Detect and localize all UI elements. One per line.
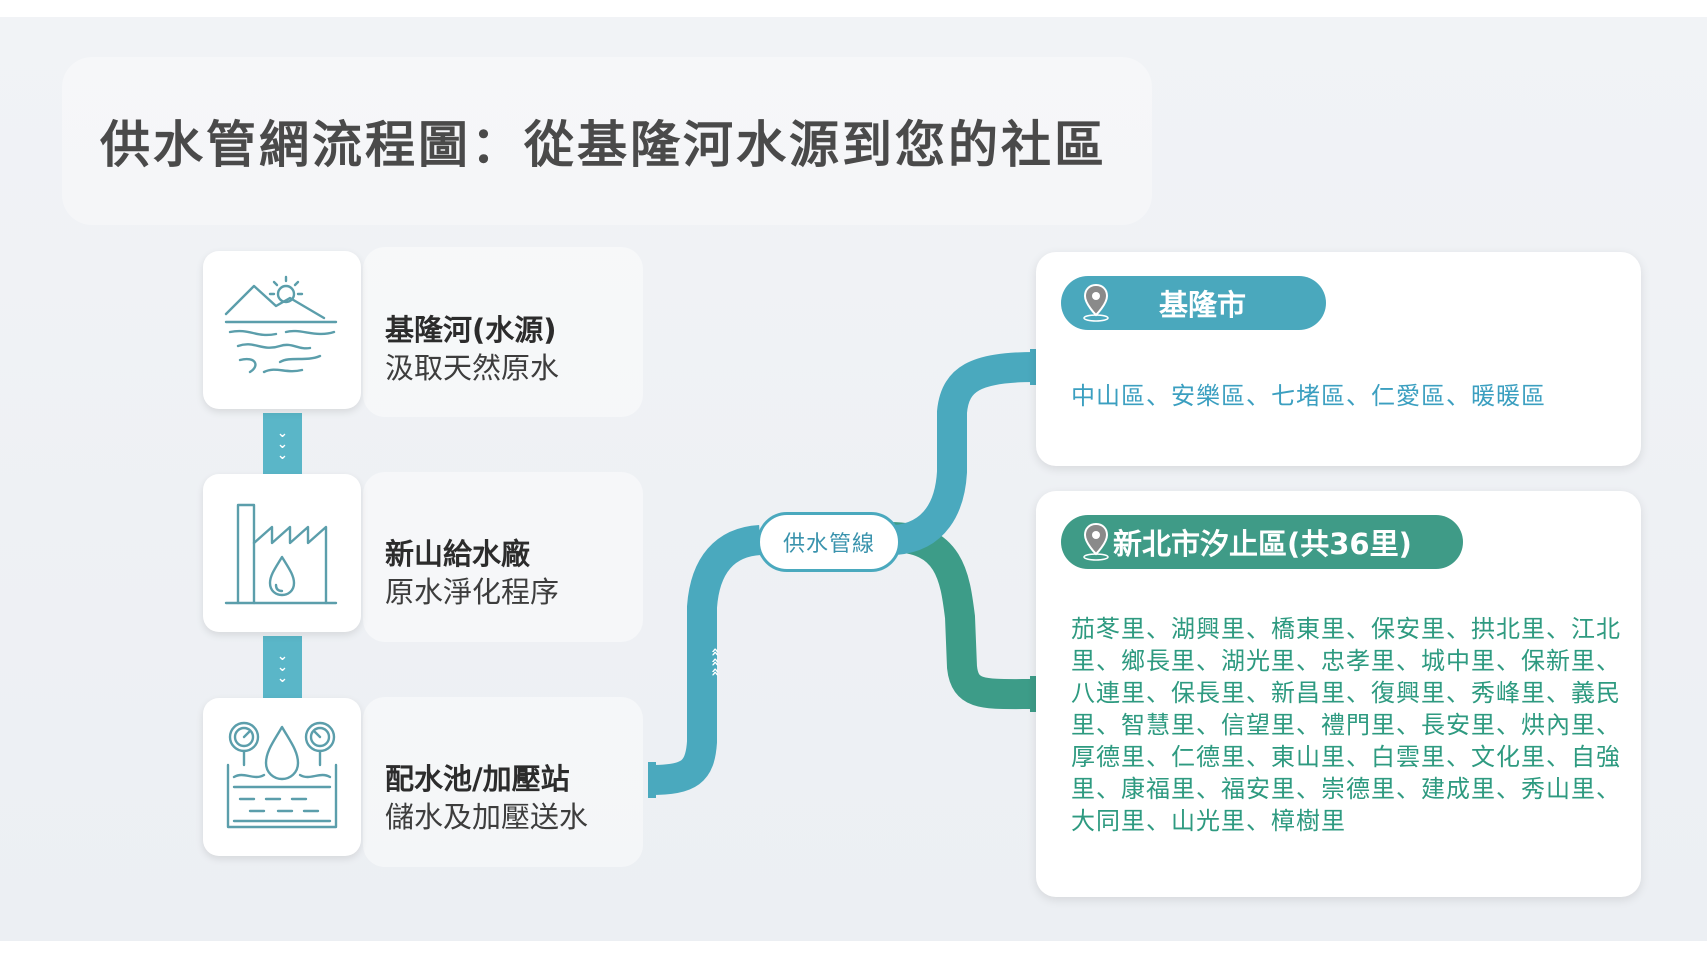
step-desc: 汲取天然原水: [385, 351, 560, 385]
region-pill: 新北市汐止區(共36里): [1061, 515, 1463, 569]
region-areas: 茄苳里、湖興里、橋東里、保安里、拱北里、江北里、鄉長里、湖光里、忠孝里、城中里、…: [1071, 615, 1621, 835]
reservoir-gauge-icon: [226, 721, 338, 829]
step-background: [363, 697, 643, 867]
step-text: 基隆河(水源) 汲取天然原水: [385, 311, 559, 387]
river-mountain-icon: [224, 275, 338, 374]
step-text: 新山給水廠 原水淨化程序: [385, 535, 559, 611]
page-title: 供水管網流程圖：從基隆河水源到您的社區: [100, 116, 1107, 174]
step-name: 新山給水廠: [385, 537, 531, 571]
step-name: 配水池/加壓站: [385, 762, 570, 796]
title-band: [62, 57, 1152, 225]
step-name: 基隆河(水源): [385, 313, 557, 347]
slide: 供水管網流程圖：從基隆河水源到您的社區 « « « 供水管線 ⌄⌄⌄ ⌄⌄⌄: [0, 17, 1707, 941]
location-pin-icon: [1083, 283, 1109, 322]
pipe-cap-xizhi: [1030, 676, 1038, 712]
region-card-xizhi: 新北市汐止區(共36里) 茄苳里、湖興里、橋東里、保安里、拱北里、江北里、鄉長里…: [1036, 491, 1641, 897]
region-areas: 中山區、安樂區、七堵區、仁愛區、暖暖區: [1071, 382, 1546, 410]
step-background: [363, 247, 643, 417]
step-connector: ⌄⌄⌄: [263, 636, 302, 698]
pipe-label: 供水管線: [757, 512, 901, 572]
pipe-cap-source: [648, 762, 656, 798]
region-name: 新北市汐止區(共36里): [1113, 527, 1412, 561]
step-icon-card: [203, 251, 361, 409]
region-name: 基隆市: [1159, 288, 1247, 322]
step-desc: 儲水及加壓送水: [385, 800, 589, 834]
factory-water-drop-icon: [224, 503, 338, 605]
region-card-keelung: 基隆市 中山區、安樂區、七堵區、仁愛區、暖暖區: [1036, 252, 1641, 466]
location-pin-icon: [1083, 522, 1109, 561]
pipe-branch-keelung: [892, 352, 1036, 555]
pipe-network: [648, 349, 1038, 798]
step-background: [363, 472, 643, 642]
step-connector: ⌄⌄⌄: [263, 413, 302, 475]
flow-direction-arrows: « « «: [705, 647, 725, 677]
flow-arrow: «: [707, 667, 723, 677]
pipe-main: [649, 525, 762, 795]
step-icon-card: [203, 698, 361, 856]
pipe-cap-keelung: [1030, 349, 1038, 385]
step-text: 配水池/加壓站 儲水及加壓送水: [385, 760, 588, 836]
step-desc: 原水淨化程序: [385, 575, 560, 609]
region-pill: 基隆市: [1061, 276, 1326, 330]
pipe-branch-xizhi: [889, 522, 1036, 710]
step-icon-card: [203, 474, 361, 632]
